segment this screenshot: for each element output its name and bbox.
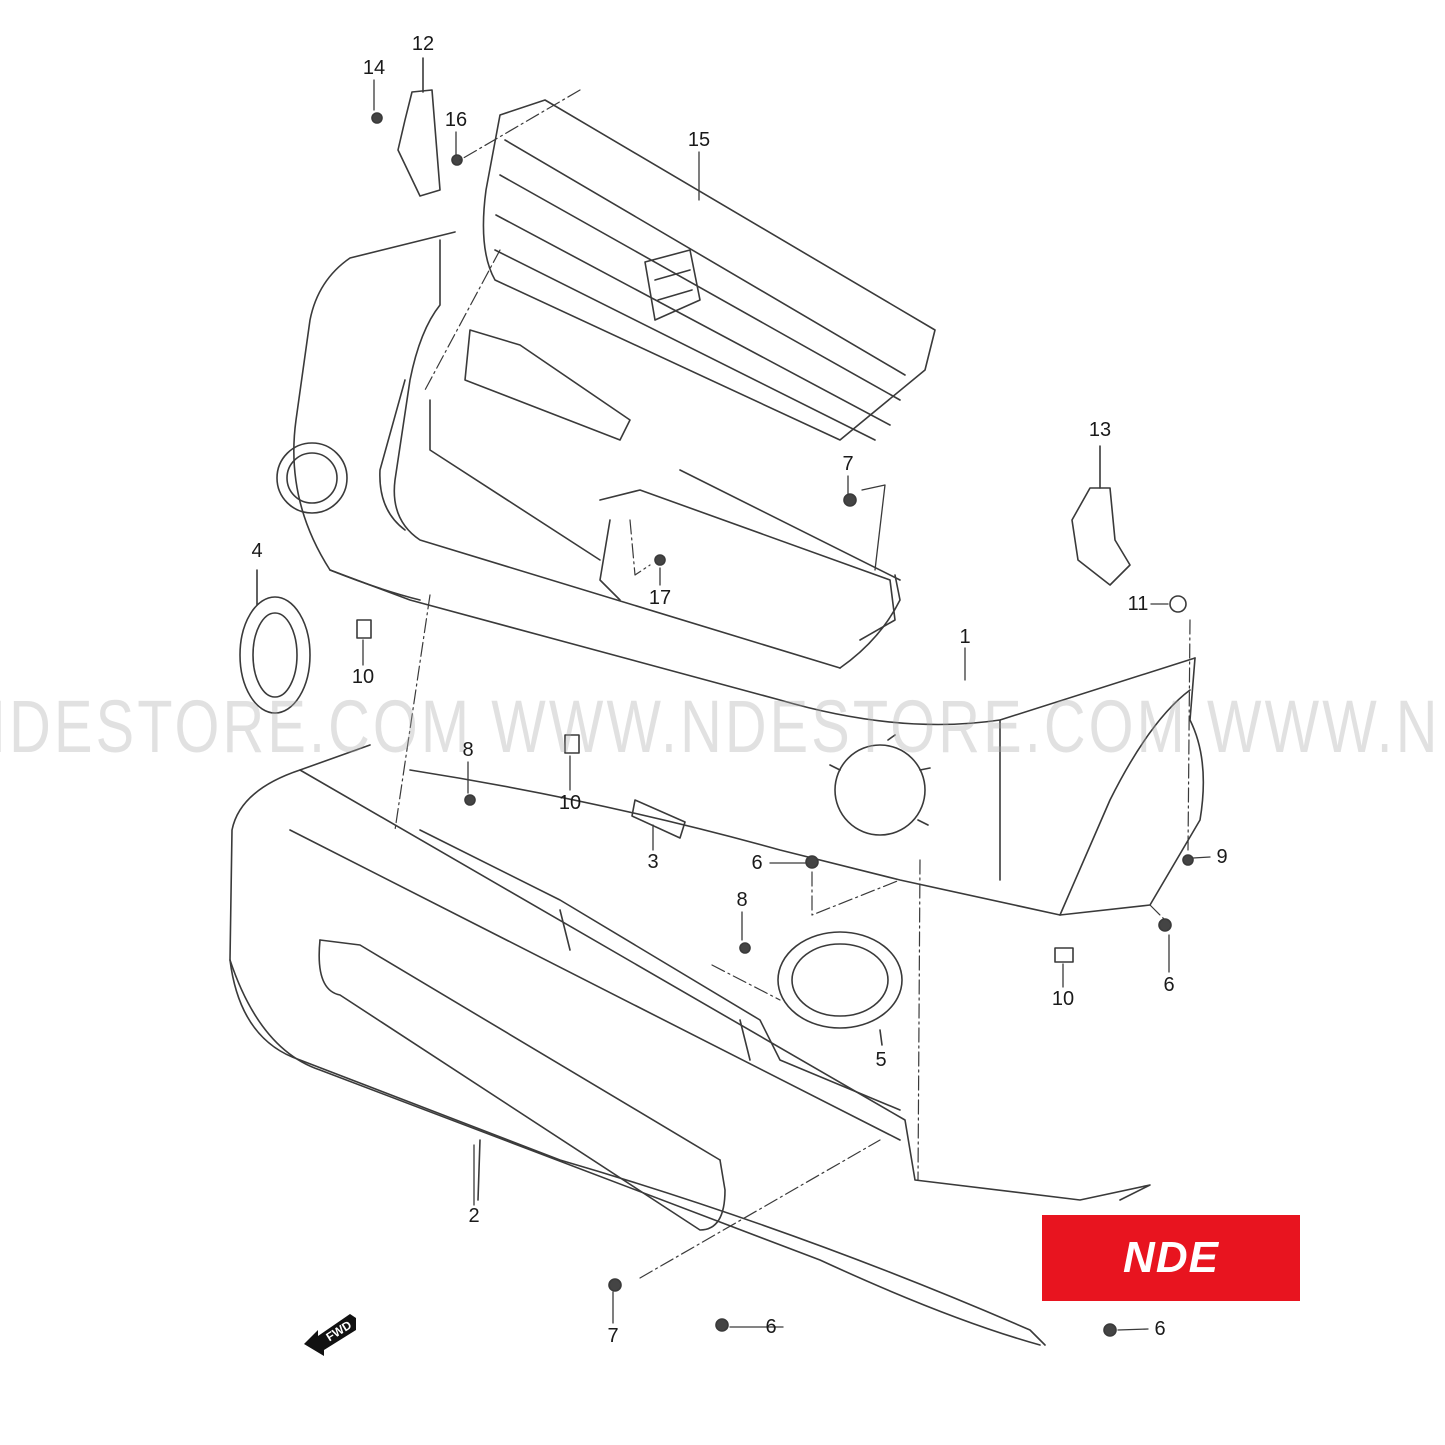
fasteners-drawing: [371, 112, 1194, 1337]
callout-7a: 7: [842, 453, 854, 475]
callout-7b: 7: [607, 1325, 619, 1347]
watermark-text: IDESTORE.COM WWW.NDESTORE.COM WWW.NDESTO…: [0, 685, 1445, 768]
callout-11: 11: [1127, 593, 1149, 615]
bracket-right-drawing: [1071, 445, 1131, 586]
callout-6b: 6: [1163, 974, 1175, 996]
fog-bezel-left-drawing: [239, 569, 311, 714]
callout-13: 13: [1088, 419, 1112, 441]
callout-10b: 10: [558, 792, 582, 814]
brand-logo-badge: NDE: [1042, 1215, 1300, 1301]
grille-drawing: [482, 99, 936, 441]
callout-17: 17: [648, 587, 672, 609]
callout-2: 2: [468, 1205, 480, 1227]
callout-6a: 6: [751, 852, 763, 874]
callout-9: 9: [1216, 846, 1228, 868]
brand-logo-text: NDE: [1123, 1233, 1219, 1282]
reinforcement-drawing: [429, 329, 901, 641]
callout-14: 14: [362, 57, 386, 79]
callout-8a: 8: [462, 739, 474, 761]
callout-4: 4: [251, 540, 263, 562]
callout-10a: 10: [351, 666, 375, 688]
assembly-lines: [394, 89, 1191, 1279]
bracket-left-drawing: [397, 57, 441, 197]
fog-bezel-right-drawing: [777, 931, 903, 1046]
callout-1: 1: [959, 626, 971, 648]
fwd-arrow-icon: FWD: [304, 1314, 356, 1356]
upper-bumper-cover-drawing: [276, 231, 1205, 916]
callout-10c: 10: [1051, 988, 1075, 1010]
callout-15: 15: [687, 129, 711, 151]
callout-6d: 6: [1154, 1318, 1166, 1340]
callout-6c: 6: [765, 1316, 777, 1338]
clips-drawing: [356, 619, 1074, 963]
callout-8b: 8: [736, 889, 748, 911]
lower-bumper-drawing: [229, 744, 1151, 1346]
callout-5: 5: [875, 1049, 887, 1071]
callout-12: 12: [411, 33, 435, 55]
leader-lines: [362, 79, 1211, 1331]
callout-16: 16: [444, 109, 468, 131]
callout-3: 3: [647, 851, 659, 873]
